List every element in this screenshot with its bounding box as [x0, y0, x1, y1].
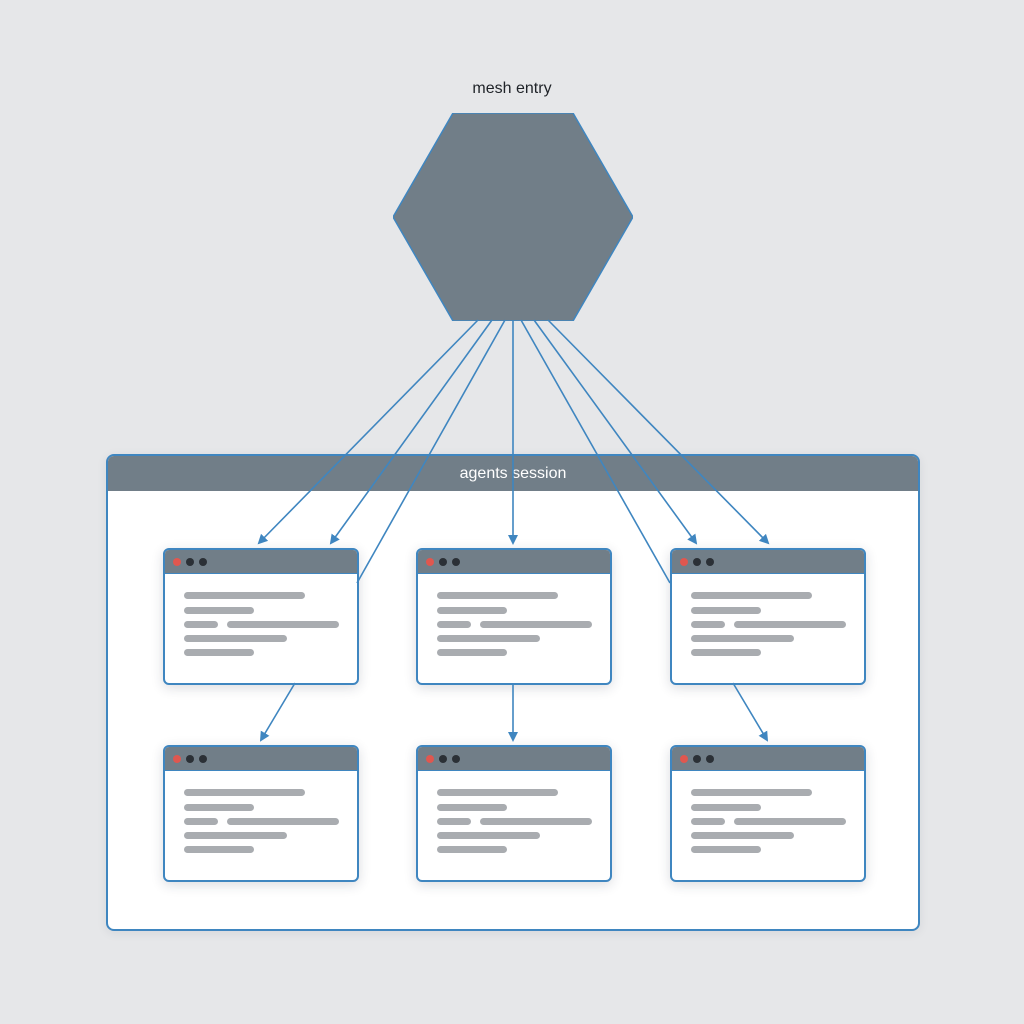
placeholder-text-line: [480, 621, 592, 628]
placeholder-text-line: [227, 621, 339, 628]
placeholder-text-line: [437, 635, 540, 642]
placeholder-text-line: [437, 846, 507, 853]
window-close-dot-icon: [680, 754, 688, 763]
placeholder-text-line: [184, 804, 254, 811]
window-maximize-dot-icon: [706, 754, 714, 763]
placeholder-text-line: [691, 818, 725, 825]
agent-window-titlebar: [165, 550, 357, 574]
placeholder-text-line: [184, 635, 287, 642]
agent-window-titlebar: [418, 747, 610, 771]
placeholder-text-line: [691, 621, 725, 628]
placeholder-text-line: [691, 832, 794, 839]
window-close-dot-icon: [680, 557, 688, 566]
agent-window-titlebar: [672, 747, 864, 771]
agent-window-content: [672, 771, 864, 879]
placeholder-text-line: [480, 818, 592, 825]
placeholder-text-line: [437, 649, 507, 656]
placeholder-text-line: [184, 818, 218, 825]
window-minimize-dot-icon: [186, 754, 194, 763]
placeholder-text-line: [437, 607, 507, 614]
placeholder-text-line: [691, 607, 761, 614]
window-minimize-dot-icon: [693, 754, 701, 763]
placeholder-text-line: [437, 832, 540, 839]
placeholder-text-line: [227, 818, 339, 825]
window-maximize-dot-icon: [199, 754, 207, 763]
placeholder-text-line: [437, 592, 558, 599]
agent-window-content: [672, 574, 864, 682]
placeholder-text-line: [437, 789, 558, 796]
window-close-dot-icon: [173, 754, 181, 763]
placeholder-text-line: [437, 804, 507, 811]
placeholder-text-line: [184, 789, 305, 796]
window-minimize-dot-icon: [439, 754, 447, 763]
placeholder-text-line: [184, 621, 218, 628]
placeholder-text-line: [691, 649, 761, 656]
window-close-dot-icon: [426, 754, 434, 763]
window-minimize-dot-icon: [186, 557, 194, 566]
agent-window-content: [418, 574, 610, 682]
placeholder-text-line: [734, 621, 846, 628]
window-close-dot-icon: [426, 557, 434, 566]
placeholder-text-line: [184, 846, 254, 853]
agent-window-content: [418, 771, 610, 879]
window-minimize-dot-icon: [439, 557, 447, 566]
placeholder-text-line: [691, 789, 812, 796]
agent-window-r1c1: [163, 548, 359, 685]
mesh-entry-hexagon: [393, 113, 633, 321]
placeholder-text-line: [184, 649, 254, 656]
placeholder-text-line: [691, 804, 761, 811]
agent-window-titlebar: [672, 550, 864, 574]
agent-window-r1c2: [416, 548, 612, 685]
agent-window-content: [165, 574, 357, 682]
placeholder-text-line: [691, 592, 812, 599]
window-maximize-dot-icon: [452, 557, 460, 566]
placeholder-text-line: [184, 832, 287, 839]
window-minimize-dot-icon: [693, 557, 701, 566]
window-maximize-dot-icon: [706, 557, 714, 566]
agent-window-r1c3: [670, 548, 866, 685]
placeholder-text-line: [437, 818, 471, 825]
window-close-dot-icon: [173, 557, 181, 566]
placeholder-text-line: [437, 621, 471, 628]
agents-session-header: agents session: [108, 456, 918, 491]
placeholder-text-line: [184, 607, 254, 614]
window-maximize-dot-icon: [199, 557, 207, 566]
agent-window-titlebar: [418, 550, 610, 574]
placeholder-text-line: [184, 592, 305, 599]
mesh-entry-label: mesh entry: [472, 80, 552, 97]
placeholder-text-line: [734, 818, 846, 825]
placeholder-text-line: [691, 846, 761, 853]
agent-window-r2c1: [163, 745, 359, 882]
window-maximize-dot-icon: [452, 754, 460, 763]
agent-window-titlebar: [165, 747, 357, 771]
agent-window-content: [165, 771, 357, 879]
agents-session-title: agents session: [459, 464, 567, 482]
agent-window-r2c3: [670, 745, 866, 882]
agent-window-r2c2: [416, 745, 612, 882]
placeholder-text-line: [691, 635, 794, 642]
